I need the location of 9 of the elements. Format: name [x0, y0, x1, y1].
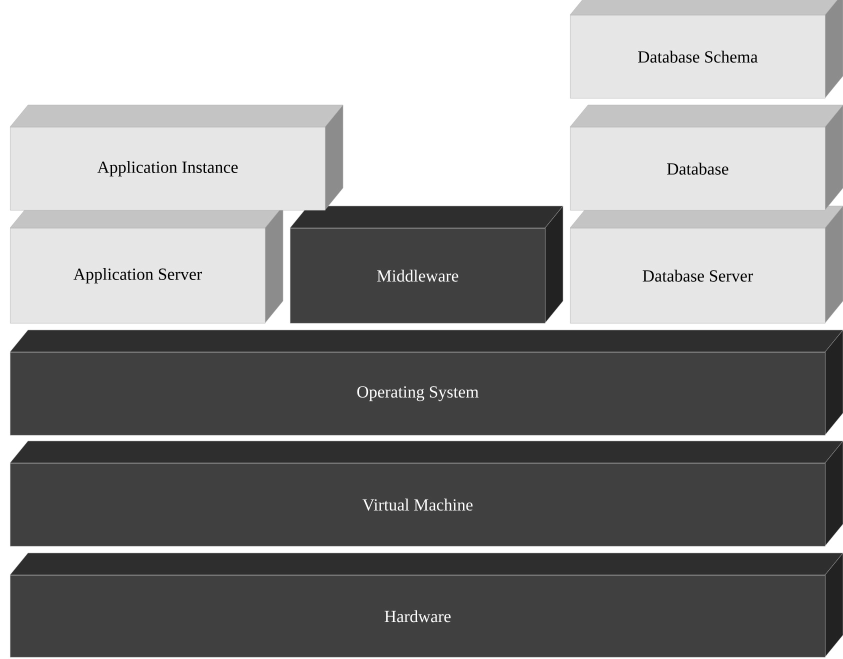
block: Application Instance [10, 104, 344, 210]
block: Database Server [570, 206, 843, 324]
block: Operating System [10, 330, 843, 436]
block: Hardware [10, 552, 843, 658]
block: Application Server [10, 206, 284, 324]
block: Database [570, 104, 843, 210]
block: Middleware [290, 206, 564, 324]
block: Database Schema [570, 0, 843, 98]
block: Virtual Machine [10, 440, 843, 546]
